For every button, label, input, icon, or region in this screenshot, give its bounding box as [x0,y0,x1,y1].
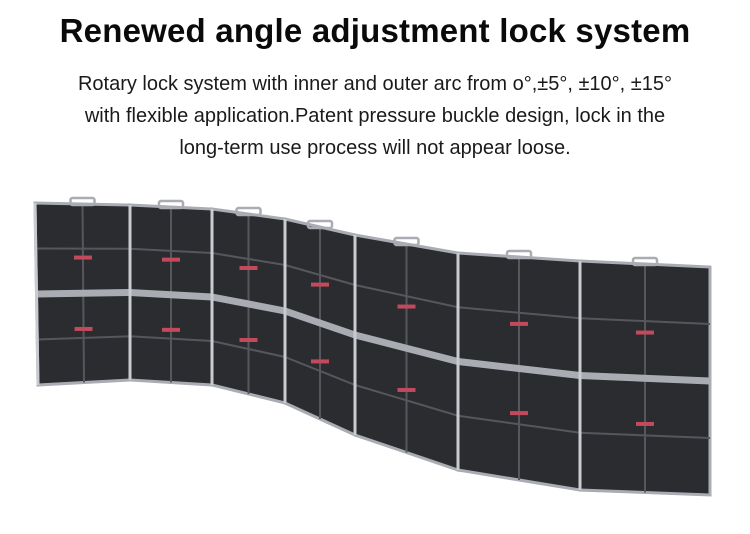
lock-marker [311,359,329,364]
handle-icon [69,196,96,207]
frame-bar [129,289,213,301]
description-line-3: long-term use process will not appear lo… [179,137,571,159]
handle-icon [631,256,659,267]
lock-marker [162,257,180,262]
description-line-1: Rotary lock system with inner and outer … [77,73,673,95]
lock-marker [636,330,654,335]
frame-bar [457,358,581,379]
frame-post [33,202,40,386]
handle-icon [505,249,533,260]
lock-marker [74,326,93,331]
lock-marker [510,321,528,326]
lock-marker [73,255,92,260]
frame-bar [579,372,711,385]
page-title: Renewed angle adjustment lock system [59,12,691,49]
handle-icon [235,206,262,217]
frame-bar [36,289,131,298]
lock-marker [397,387,416,392]
lock-marker [510,411,528,416]
handle-icon [157,199,185,210]
led-panel-wall-image [33,196,712,497]
frame-bar [283,307,357,339]
lock-marker [397,304,416,309]
handle-icon [306,219,334,230]
lock-marker [636,421,654,426]
lock-marker [239,266,258,270]
lock-marker [239,338,258,342]
description-line-2: with flexible application.Patent pressur… [84,105,666,127]
description: Rotary lock system with inner and outer … [10,68,740,164]
frame-bar [211,293,286,315]
lock-marker [311,282,329,287]
panel-group [33,196,712,497]
frame-bar [354,331,459,365]
lock-marker [162,327,180,332]
handle-icon [393,236,420,247]
